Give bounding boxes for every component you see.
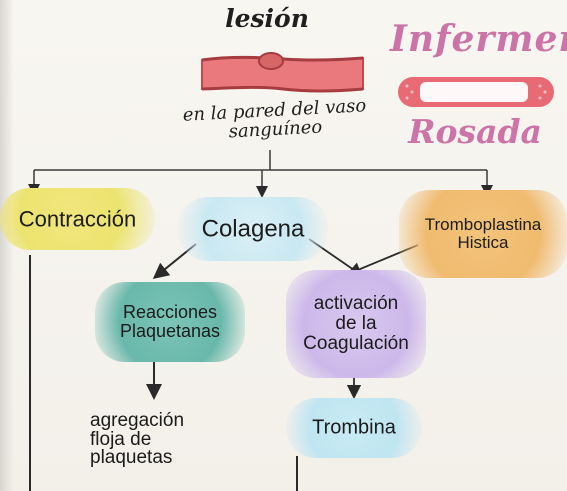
brand-title-bottom: Rosada	[408, 112, 542, 151]
node-agregacion-line-1: agregación	[90, 410, 185, 431]
node-agregacion-line-3: plaquetas	[90, 447, 173, 469]
lesion-title: lesión	[225, 4, 309, 33]
node-agregacion-line-2: floja de	[90, 428, 152, 450]
node-trombina: Trombina	[286, 398, 422, 458]
node-tromboplastina-line-2: Histica	[457, 233, 509, 252]
node-activacion-line-2: de la	[335, 313, 377, 335]
vessel-illustration	[201, 52, 364, 93]
lesion-icon	[258, 52, 284, 70]
node-agregacion: agregación floja de plaquetas	[90, 410, 230, 469]
brand-title-top: Infermera	[390, 18, 567, 60]
node-reacciones-line-1: Reacciones	[122, 302, 218, 323]
node-reacciones-label: Reacciones Plaquetanas	[95, 303, 245, 341]
node-activacion-label: activación de la Coagulación	[286, 294, 426, 354]
page-edge	[0, 0, 14, 491]
node-trombina-label: Trombina	[312, 416, 396, 439]
node-reacciones-line-2: Plaquetanas	[119, 321, 221, 341]
node-activacion: activación de la Coagulación	[286, 270, 426, 378]
node-tromboplastina-line-1: Tromboplastina	[424, 215, 542, 235]
bandaid-icon	[398, 77, 554, 107]
node-activacion-line-1: activación	[313, 293, 399, 315]
node-tromboplastina: Tromboplastina Histica	[399, 190, 567, 278]
node-contraccion: Contracción	[0, 188, 155, 250]
node-activacion-line-3: Coagulación	[303, 332, 409, 354]
node-colagena-label: Colagena	[201, 215, 305, 243]
node-tromboplastina-label: Tromboplastina Histica	[399, 216, 567, 252]
node-colagena: Colagena	[178, 197, 328, 261]
node-reacciones: Reacciones Plaquetanas	[95, 282, 245, 362]
node-contraccion-label: Contracción	[18, 206, 137, 232]
